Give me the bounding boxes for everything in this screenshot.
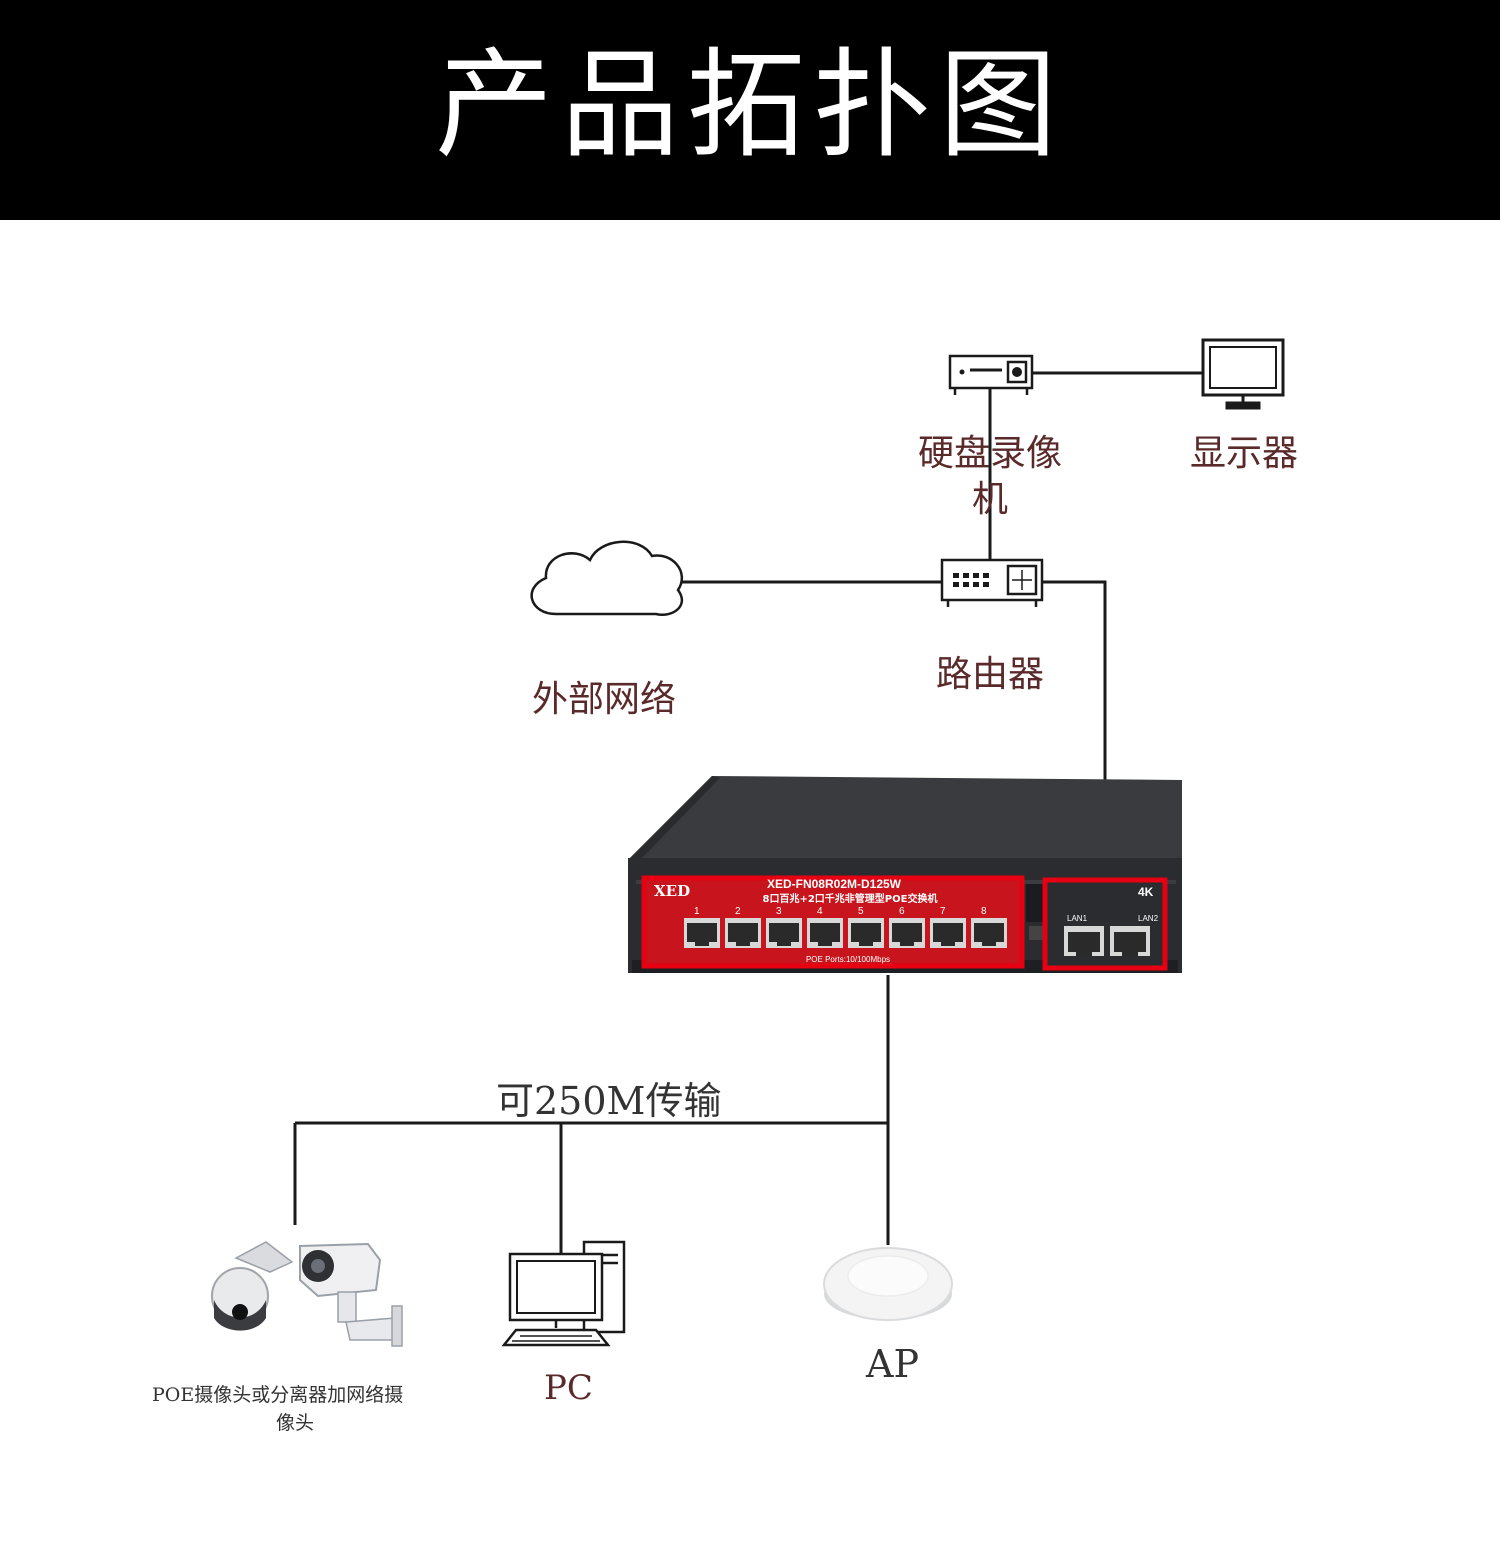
camera-label-line2: 像头 (276, 1412, 315, 1434)
poe-port-2: 2 (725, 906, 761, 948)
title-banner: 产品拓扑图 (0, 0, 1500, 220)
ap-icon (823, 1247, 953, 1321)
poe-port-5: 5 (848, 906, 884, 948)
monitor-label: 显示器 (1190, 433, 1299, 474)
lan-port-2 (1110, 926, 1150, 956)
poe-port-6: 6 (889, 906, 925, 948)
lan-port-1 (1064, 926, 1104, 956)
page-title: 产品拓扑图 (434, 36, 1065, 174)
nvr-label: 硬盘录像 (918, 433, 1063, 474)
camera-label: POE摄像头或分离器加网络摄 (152, 1384, 404, 1406)
poe-port-number: 8 (981, 906, 987, 917)
nvr-label-line2: 机 (972, 479, 1009, 520)
poe-switch: XED XED-FN08R02M-D125W 8口百兆+2口千兆非管理型POE交… (628, 776, 1182, 973)
monitor-icon (1201, 338, 1285, 410)
poe-port-number: 1 (694, 906, 700, 917)
poe-port-number: 5 (858, 906, 864, 917)
poe-port-3: 3 (766, 906, 802, 948)
router-icon (940, 558, 1044, 607)
poe-port-8: 8 (971, 906, 1007, 948)
ap-label: AP (866, 1342, 920, 1386)
nvr-icon (948, 354, 1034, 395)
poe-port-number: 6 (899, 906, 905, 917)
poe-port-number: 4 (817, 906, 823, 917)
distance-label: 可250M传输 (496, 1079, 722, 1123)
lan1-label: LAN1 (1067, 914, 1088, 923)
poe-port-number: 7 (940, 906, 946, 917)
cloud-icon (530, 540, 684, 617)
status-panel (1026, 884, 1044, 940)
pc-icon (501, 1240, 626, 1347)
switch-top-face (628, 776, 1182, 868)
router-label: 路由器 (936, 654, 1045, 695)
switch-description: 8口百兆+2口千兆非管理型POE交换机 (763, 892, 938, 905)
poe-port-7: 7 (930, 906, 966, 948)
poe-port-number: 3 (776, 906, 782, 917)
camera-icon (211, 1241, 403, 1347)
poe-port-4: 4 (807, 906, 843, 948)
badge-4k: 4K (1138, 885, 1154, 899)
poe-port-1: 1 (684, 906, 720, 948)
switch-brand: XED (654, 882, 690, 900)
poe-port-row: 1 2 3 4 5 6 7 8 (684, 906, 1007, 948)
poe-ports-caption: POE Ports:10/100Mbps (806, 955, 890, 964)
pc-label: PC (544, 1368, 593, 1408)
poe-port-number: 2 (735, 906, 741, 917)
lan2-label: LAN2 (1138, 914, 1159, 923)
internet-label: 外部网络 (532, 679, 677, 720)
switch-model: XED-FN08R02M-D125W (767, 877, 902, 891)
